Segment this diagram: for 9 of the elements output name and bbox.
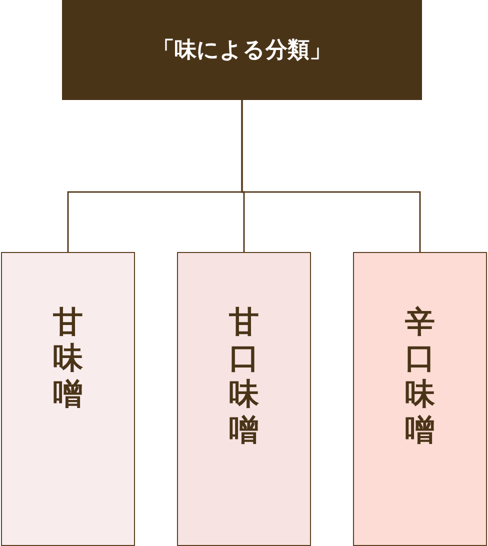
heading-box — [62, 0, 422, 100]
category-label: 辛口味噌 — [405, 305, 435, 449]
category-box — [177, 252, 311, 546]
connector-line — [241, 100, 421, 252]
category-box — [1, 252, 135, 546]
category-box — [353, 252, 487, 546]
heading-text: 「味による分類」 — [152, 37, 332, 65]
category-label: 甘口味噌 — [229, 305, 259, 449]
category-label: 甘味噌 — [53, 305, 83, 413]
